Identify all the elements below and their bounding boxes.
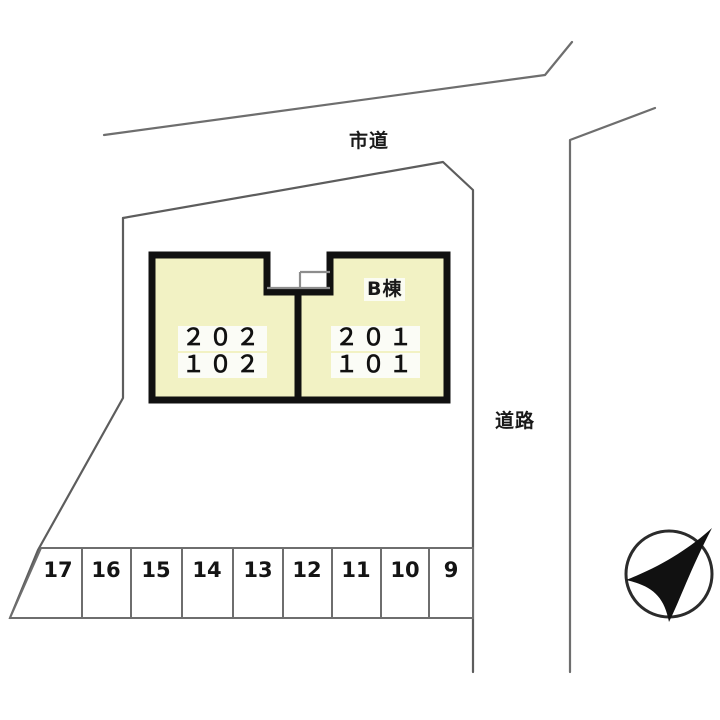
unit-label-201: ２０１ bbox=[331, 326, 420, 351]
unit-label-202: ２０２ bbox=[178, 326, 267, 351]
parking-stall-16[interactable]: 16 bbox=[91, 558, 121, 582]
parking-block-outline bbox=[8, 547, 474, 619]
city-road-label: 市道 bbox=[349, 130, 390, 152]
parking-stall-11[interactable]: 11 bbox=[341, 558, 371, 582]
parking-dividers bbox=[81, 548, 430, 618]
parking-stall-13[interactable]: 13 bbox=[243, 558, 273, 582]
parking-stall-14[interactable]: 14 bbox=[192, 558, 222, 582]
city-road-north-edge bbox=[102, 40, 574, 137]
parking-stall-17[interactable]: 17 bbox=[43, 558, 73, 582]
parking-stall-9[interactable]: 9 bbox=[443, 558, 459, 582]
parking-stall-15[interactable]: 15 bbox=[141, 558, 171, 582]
unit-label-101: １０１ bbox=[331, 353, 420, 378]
building-b-name-label: B棟 bbox=[364, 278, 406, 301]
parking-stall-10[interactable]: 10 bbox=[390, 558, 420, 582]
parking-stall-12[interactable]: 12 bbox=[292, 558, 322, 582]
parking-block bbox=[8, 547, 474, 619]
city-road-lines bbox=[102, 40, 657, 674]
city-road-east-edge bbox=[568, 106, 657, 674]
north-arrow-compass bbox=[624, 528, 714, 622]
compass-needle bbox=[626, 528, 712, 622]
unit-label-102: １０２ bbox=[178, 353, 267, 378]
side-road-label: 道路 bbox=[495, 410, 536, 432]
site-boundary-outline bbox=[121, 160, 475, 674]
entrance-stair-detail bbox=[267, 270, 330, 290]
